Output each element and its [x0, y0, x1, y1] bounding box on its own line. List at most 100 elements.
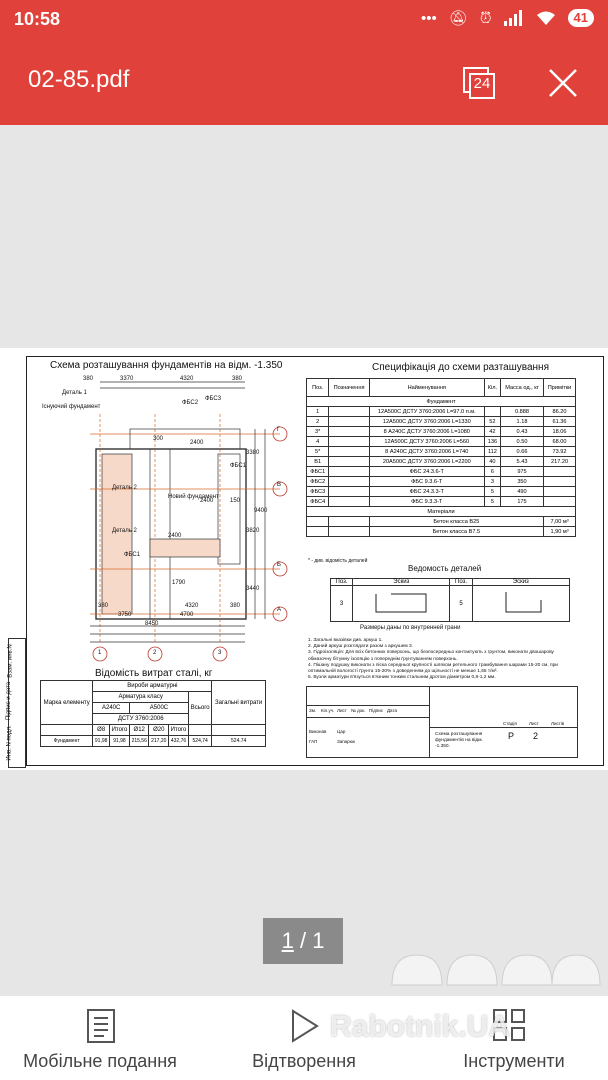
spec-cell: 490: [499, 486, 545, 497]
tools-button[interactable]: Інструменти: [420, 996, 608, 1080]
dim-label: 3380: [246, 450, 260, 456]
spec-cell: [543, 476, 576, 487]
more-dots-icon: •••: [421, 9, 437, 27]
column-header: Марка елементу: [39, 680, 94, 725]
spec-cell: 40: [483, 456, 501, 467]
page-indicator[interactable]: 1 / 1: [263, 918, 343, 964]
column-header: Эскиз: [352, 578, 451, 586]
spec-cell: 8 А240С ДСТУ 3760:2006 L=740: [368, 446, 485, 457]
close-icon[interactable]: [548, 68, 578, 98]
axis-label: 1: [98, 650, 102, 656]
plan-tag: Деталь 2: [112, 528, 137, 534]
stamp-name: Цар: [337, 729, 346, 734]
spec-cell: 0.888: [499, 406, 545, 417]
details-note: Размеры даны по внутренней грани: [360, 625, 461, 631]
column-header: Эскиз: [471, 578, 571, 586]
signal-icon: [503, 10, 522, 26]
plan-tag: 2400: [200, 498, 214, 504]
column-header: Кіл.: [483, 378, 501, 397]
spec-cell: 5: [483, 486, 501, 497]
current-page: 1: [281, 928, 294, 953]
tools-label: Інструменти: [463, 1051, 565, 1071]
spec-cell: [543, 466, 576, 477]
plan-tag: ФБС2: [182, 400, 199, 406]
side-label: Взам. инв.N: [7, 644, 14, 678]
spec-cell: 0.43: [499, 426, 545, 437]
spec-cell: 18.06: [543, 426, 576, 437]
mobile-view-icon: [87, 1009, 115, 1043]
bottom-toolbar: Мобільне подання Відтворення Інструменти: [0, 996, 608, 1080]
mobile-view-button[interactable]: Мобільне подання: [0, 996, 200, 1080]
spec-cell: [328, 426, 370, 437]
column-header: Поз.: [329, 578, 354, 586]
note-line: 1. Загальні вказівки див. аркуш 1.: [308, 638, 383, 643]
document-title: 02-85.pdf: [28, 66, 130, 93]
spec-cell: 217.20: [543, 456, 576, 467]
section-row: Фундамент: [306, 396, 576, 407]
table-row: Ø8 Итого Ø12 Ø20 Итого: [39, 724, 266, 736]
cell: 432,76: [168, 735, 190, 747]
spec-cell: 86.20: [543, 406, 576, 417]
spec-note: * - див. відомість деталей: [308, 558, 368, 564]
pages-icon: [463, 67, 495, 99]
plan-tag: 1790: [172, 580, 186, 586]
cell: Фундамент: [39, 735, 94, 747]
stamp-sheet-value: 2: [533, 731, 539, 741]
note-line: 5. Вузли арматури в'язуться в'язним тонк…: [308, 675, 496, 681]
stamp-col: Зм.: [309, 708, 317, 713]
spec-cell: 1: [305, 406, 330, 417]
stamp-sheet: Лист: [529, 721, 539, 726]
dim-label: 9400: [254, 508, 268, 514]
spec-cell: 4: [305, 436, 330, 447]
column-header: ДСТУ 3760:2006: [92, 713, 190, 725]
spec-cell: [543, 496, 576, 507]
side-label: Инв. N подл.: [6, 725, 13, 761]
dim-label: 4320: [180, 376, 194, 382]
dim-label: 380: [98, 603, 109, 609]
spec-cell: 136: [483, 436, 501, 447]
details-title: Ведомость деталей: [408, 564, 482, 573]
column-header: Поз.: [305, 378, 330, 397]
stamp-caption: Схема розташування фундаментів на відм. …: [435, 732, 483, 749]
column-header: Итого: [108, 724, 130, 736]
cell: 524.74: [211, 735, 266, 747]
spec-cell: ФБС3: [305, 486, 330, 497]
spec-cell: [328, 476, 370, 487]
plan-tag: 150: [230, 498, 241, 504]
detail-sketch: [471, 585, 571, 622]
tools-grid-icon: [493, 1009, 525, 1041]
drawing-frame: [26, 356, 604, 766]
spec-cell: 3*: [305, 426, 330, 437]
play-button[interactable]: Відтворення: [214, 996, 394, 1080]
cell: 91,98: [92, 735, 110, 747]
pdf-page[interactable]: Взам. инв.N Підпис и дата Инв. N подл. С…: [0, 348, 608, 770]
dim-label: 4700: [180, 612, 194, 618]
column-header: А500С: [128, 702, 190, 714]
dim-label: 3440: [246, 586, 260, 592]
column-header: Поз.: [449, 578, 473, 586]
cell: 524,74: [188, 735, 213, 747]
dim-label: 4320: [185, 603, 199, 609]
pages-button[interactable]: 24: [462, 66, 496, 100]
plan-tag: ФБС3: [205, 396, 222, 402]
axis-label: В: [277, 482, 282, 488]
section-label: Матеріали: [306, 506, 576, 517]
spec-cell: 12А500С ДСТУ 3760:2006 L=97.0 п.м.: [368, 406, 485, 417]
spec-cell: [328, 496, 370, 507]
spec-cell: 3: [483, 476, 501, 487]
details-table: Поз. Эскиз Поз. Эскиз 3 5: [329, 578, 571, 622]
play-icon: [292, 1009, 319, 1043]
spec-cell: [328, 406, 370, 417]
status-icons: ••• 🔕︎ ⏰︎ 41: [421, 9, 594, 27]
spec-cell: ФБС4: [305, 496, 330, 507]
plan-tag: ФБС1: [124, 552, 141, 558]
spec-cell: 12А500С ДСТУ 3760:2006 L=560: [368, 436, 485, 447]
